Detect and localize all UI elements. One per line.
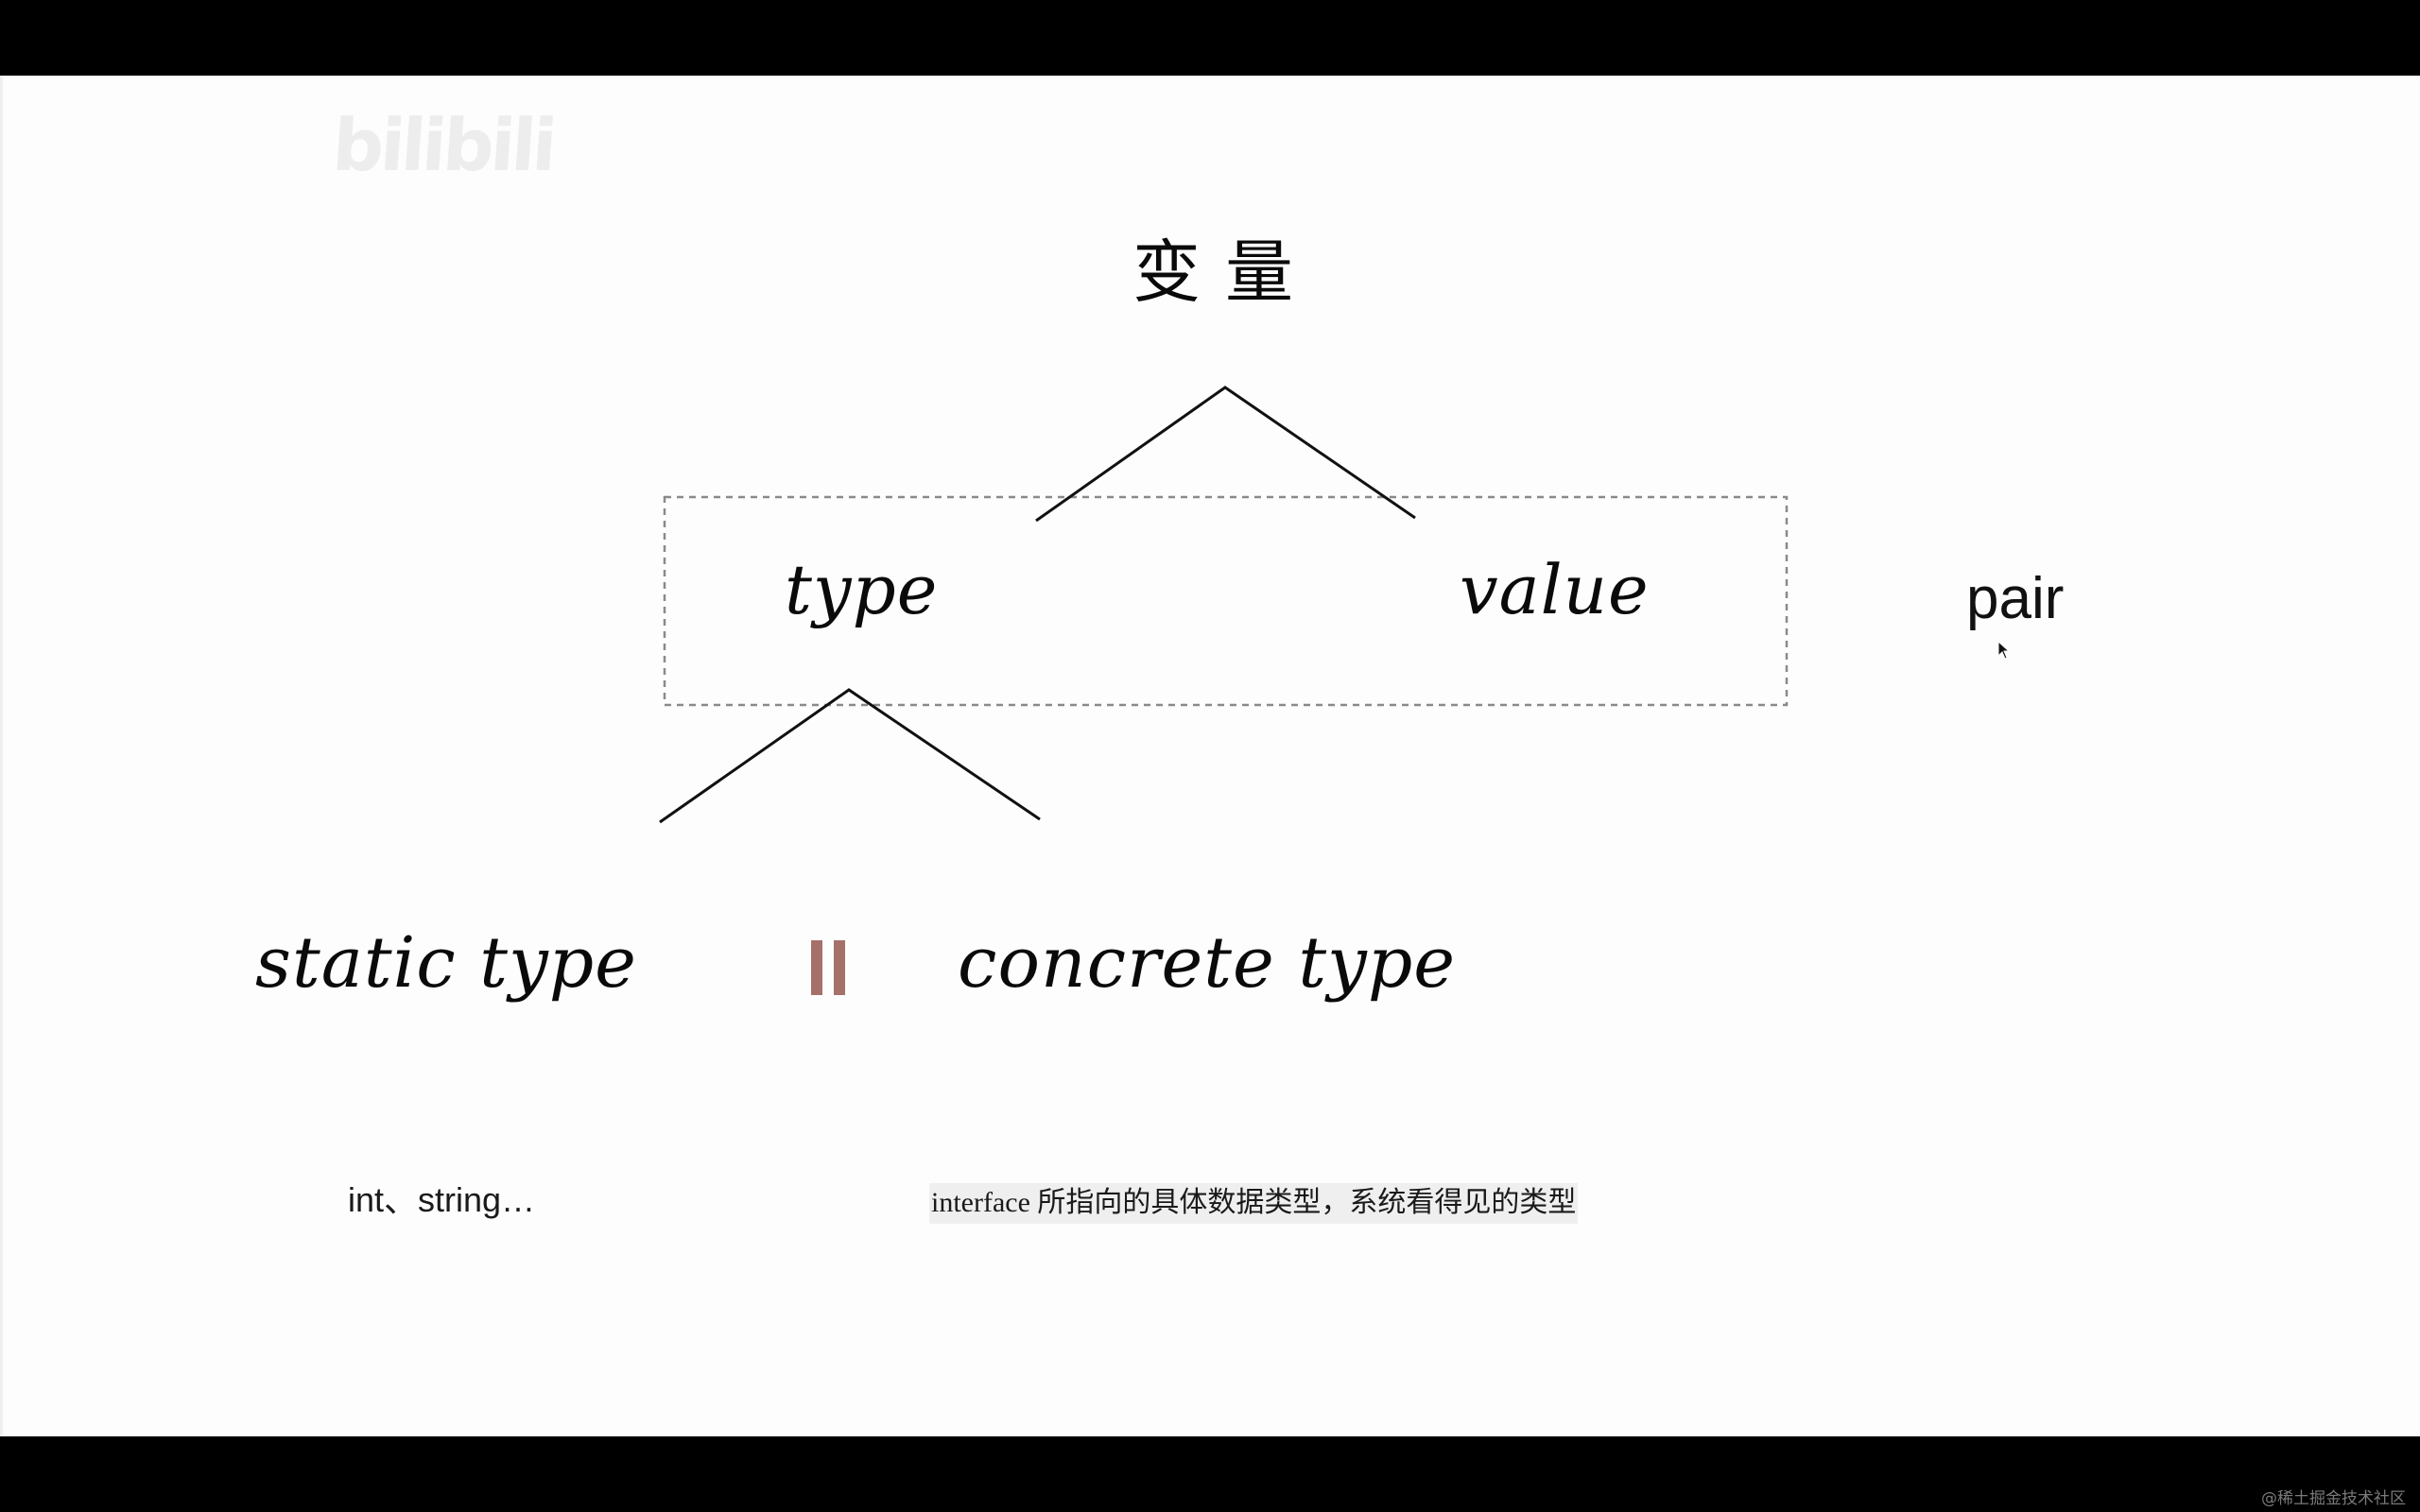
edge-root-children bbox=[1035, 386, 1416, 523]
static-type-note: int、string… bbox=[348, 1180, 536, 1219]
slide: bilibili 变量 type value pair static type … bbox=[0, 76, 2420, 1436]
arrow-cursor-icon bbox=[1997, 641, 2011, 660]
pair-label: pair bbox=[1966, 566, 2065, 631]
slide-edge bbox=[0, 76, 3, 1436]
type-node-label: type bbox=[785, 550, 939, 629]
edge-type-children bbox=[659, 688, 1041, 824]
root-node-label: 变量 bbox=[1132, 232, 1319, 312]
concrete-type-label: concrete type bbox=[958, 922, 1457, 1004]
platform-watermark: @稀土掘金技术社区 bbox=[2261, 1489, 2406, 1508]
bilibili-logo-watermark: bilibili bbox=[329, 103, 557, 187]
separator-bar bbox=[834, 940, 845, 995]
static-type-label: static type bbox=[255, 922, 637, 1004]
concrete-type-note: interface 所指向的具体数据类型，系统看得见的类型 bbox=[929, 1183, 1579, 1224]
letterbox-bottom bbox=[0, 1436, 2420, 1512]
separator-double-bar bbox=[809, 940, 847, 995]
value-node-label: value bbox=[1460, 550, 1650, 629]
separator-bar bbox=[811, 940, 822, 995]
letterbox-top bbox=[0, 0, 2420, 76]
